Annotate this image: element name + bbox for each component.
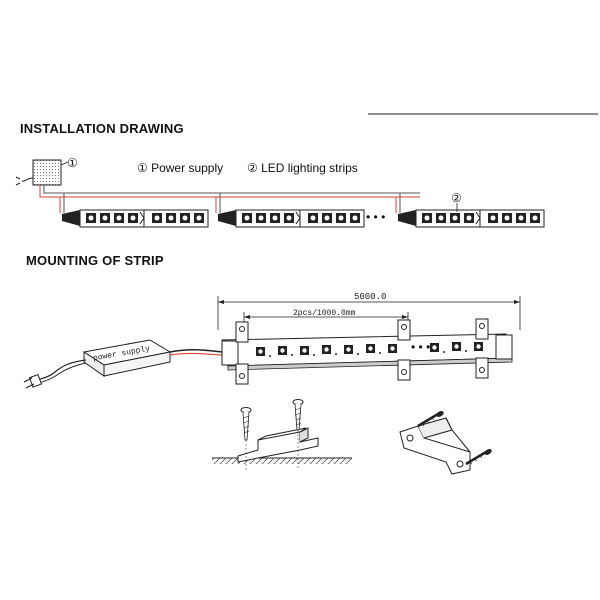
led-strip-group-2 bbox=[218, 209, 365, 228]
installation-title: INSTALLATION DRAWING bbox=[20, 121, 184, 136]
mounting-clip-1 bbox=[235, 321, 249, 385]
bracket-detail bbox=[399, 411, 492, 475]
mounting-clip-3 bbox=[475, 318, 489, 379]
mains-cable bbox=[23, 359, 87, 389]
bracket-screw-bottom bbox=[465, 449, 492, 466]
bracket-screw-top bbox=[417, 411, 444, 428]
legend-power-supply: ① Power supply bbox=[137, 161, 223, 175]
dimension-total bbox=[217, 296, 521, 330]
screw-left bbox=[240, 407, 252, 470]
clip-surface-detail bbox=[212, 399, 352, 470]
led-strip-group-3: ② bbox=[398, 191, 545, 228]
dimension-total-label: 5000.0 bbox=[354, 292, 386, 302]
power-supply-small: ① bbox=[15, 156, 78, 186]
mounting-clip-2 bbox=[397, 319, 411, 381]
led-strip-group-1 bbox=[62, 209, 209, 228]
dimension-segment-label: 2pcs/1000.0mm bbox=[293, 309, 356, 318]
supply-to-strip-cable bbox=[169, 348, 223, 356]
mount-continuation-dots: • • • bbox=[411, 340, 430, 354]
continuation-dots: • • • bbox=[366, 210, 385, 224]
screw-right bbox=[292, 399, 304, 470]
marker-2: ② bbox=[451, 191, 462, 205]
power-supply-unit: power supply bbox=[82, 339, 172, 377]
legend-led-strips: ② LED lighting strips bbox=[247, 161, 358, 175]
mounted-led-strip: • • • bbox=[221, 333, 513, 371]
marker-1: ① bbox=[67, 156, 78, 170]
mounting-title: MOUNTING OF STRIP bbox=[26, 253, 164, 268]
supply-wiring bbox=[39, 185, 420, 213]
